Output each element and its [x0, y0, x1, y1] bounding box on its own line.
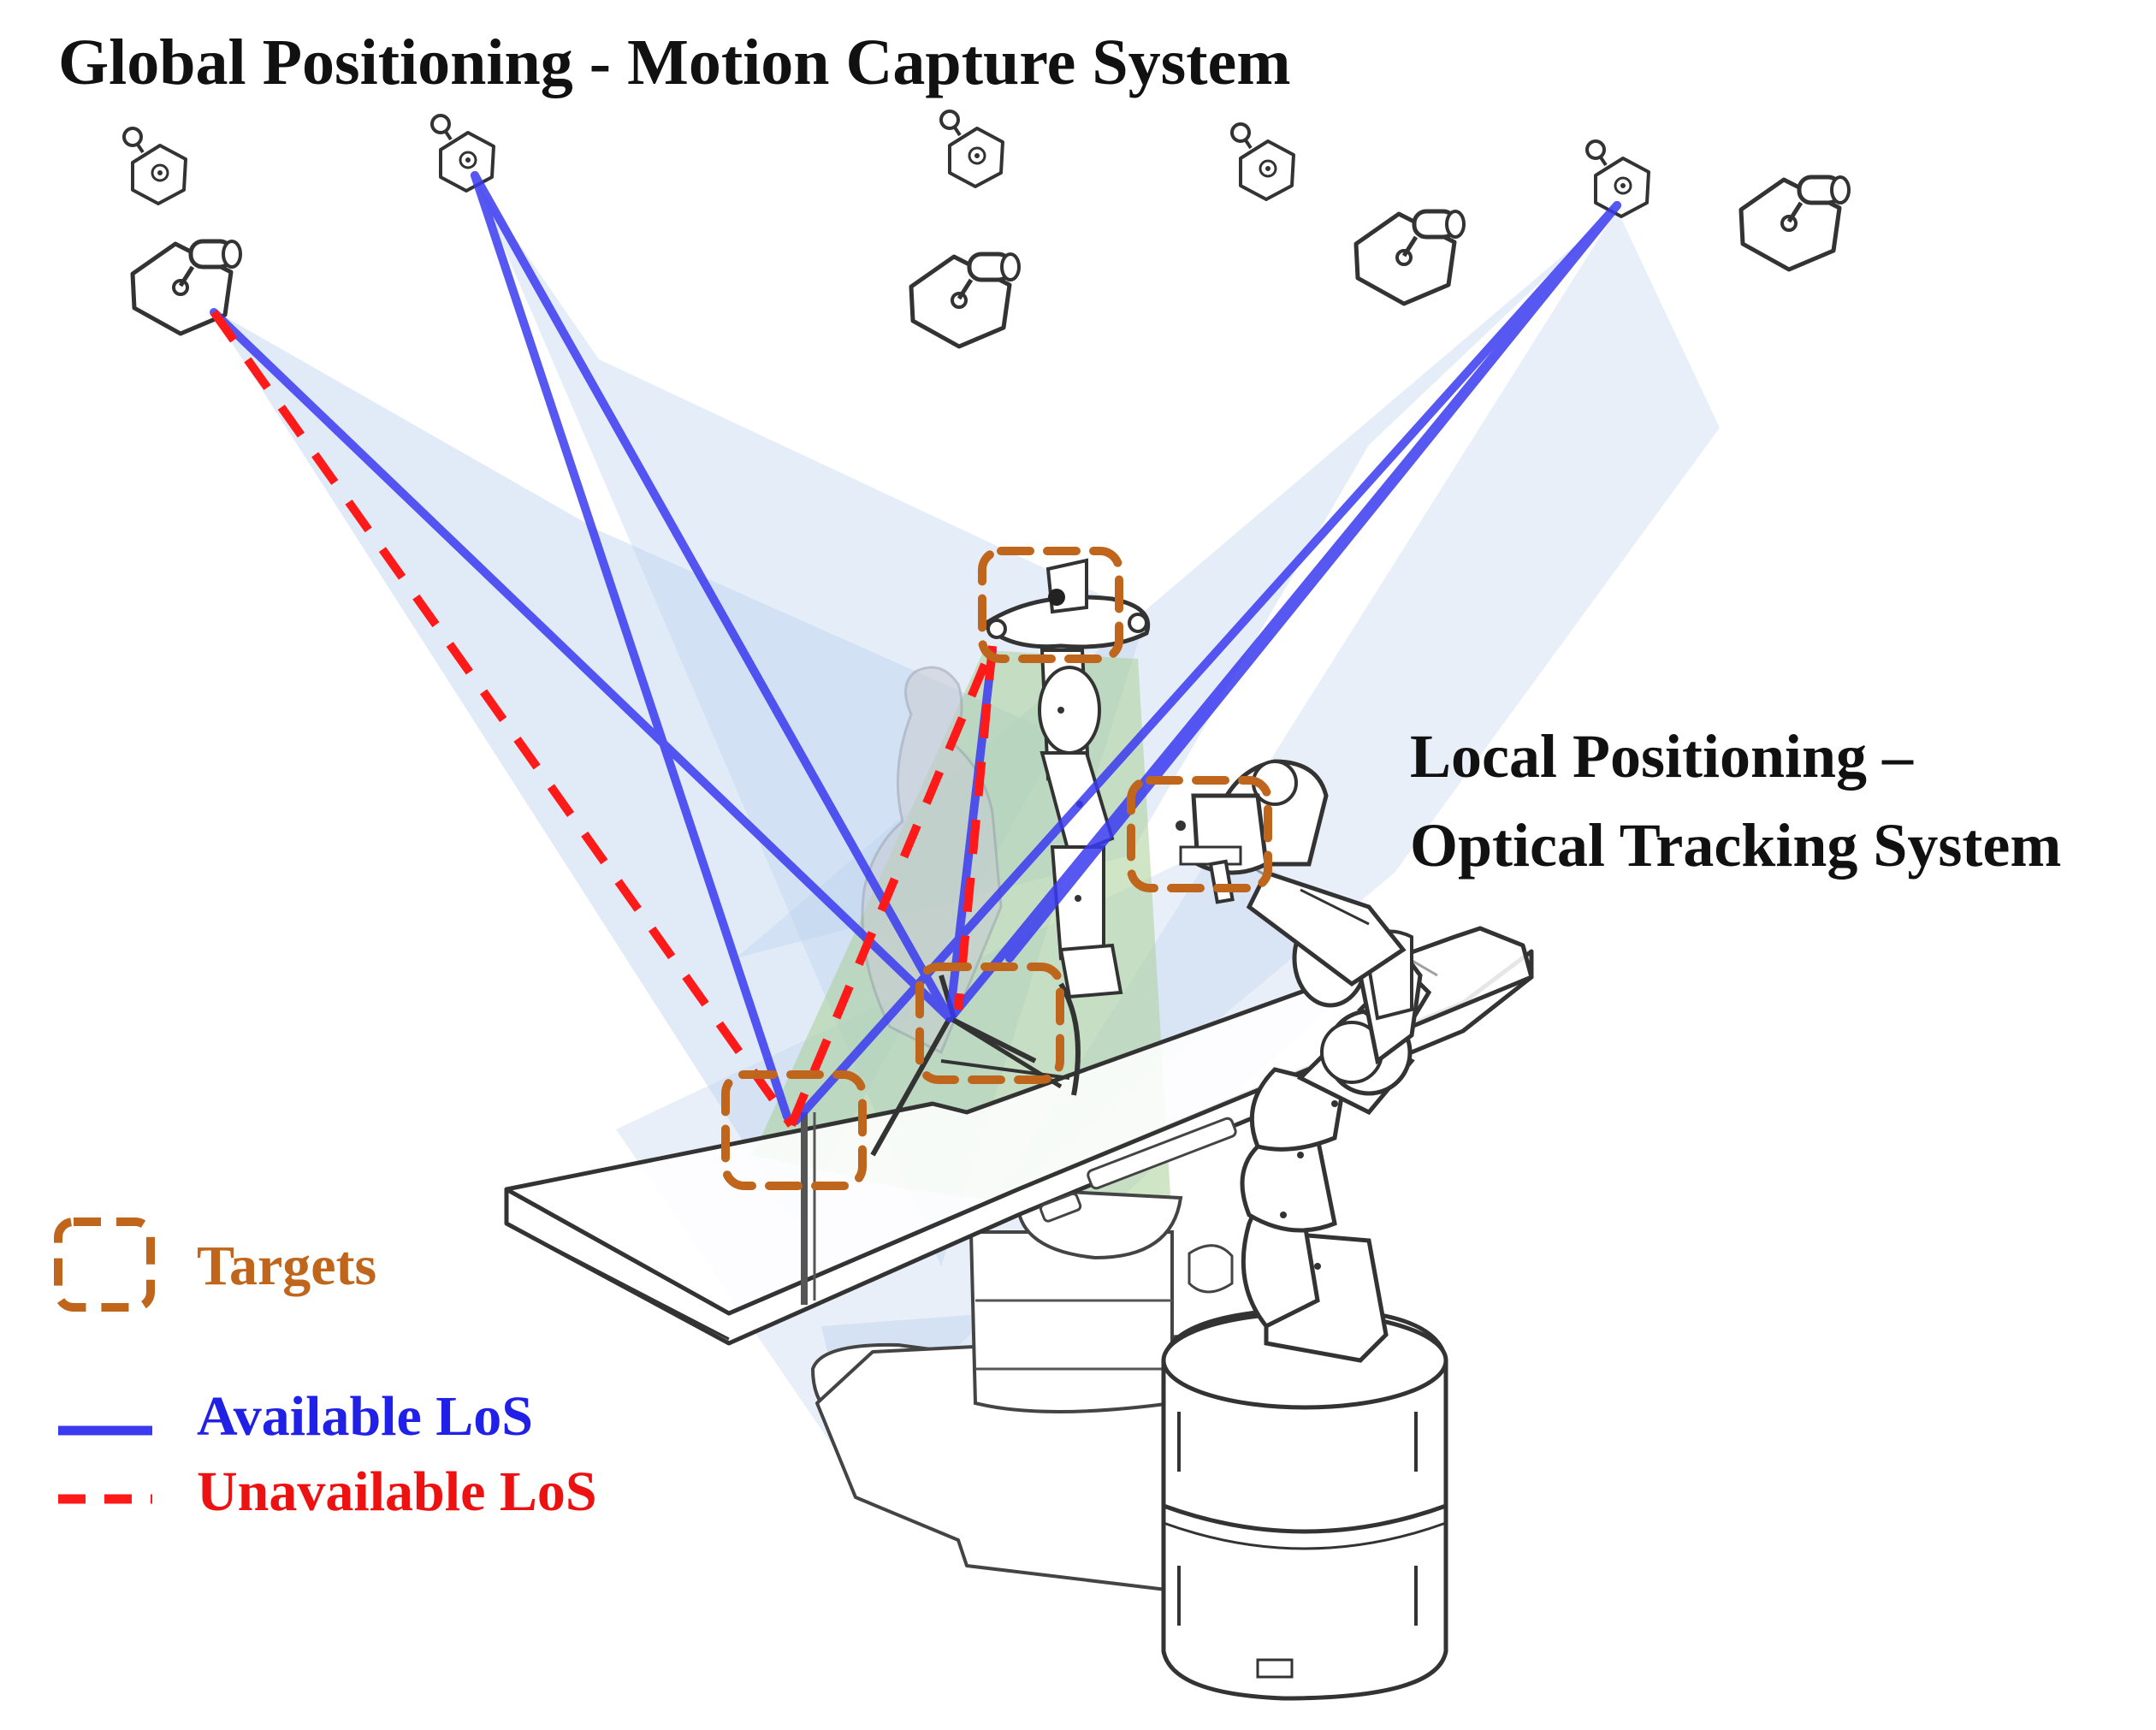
- available-los-lines: [210, 171, 1621, 1125]
- mocap-camera-icon: [430, 114, 495, 193]
- global-positioning-title: Global Positioning - Motion Capture Syst…: [58, 27, 1291, 98]
- mocap-camera-icon: [1230, 122, 1295, 201]
- target-box-head-frame: [978, 547, 1123, 663]
- available-los-line: [471, 171, 791, 1121]
- target-boxes: [721, 547, 1272, 1190]
- table-pedestal: [968, 1230, 1174, 1413]
- target-box-tripod: [915, 963, 1064, 1084]
- available-los-line: [210, 308, 954, 1022]
- mocap-camera-icon: [1356, 211, 1464, 304]
- marker-stand-icon: [870, 975, 1081, 1157]
- local-positioning-title-line2: Optical Tracking System: [1410, 811, 2062, 880]
- target-box-end-effector: [1127, 776, 1272, 892]
- unavailable-los-lines: [210, 310, 997, 1128]
- available-los-line: [1005, 201, 1621, 963]
- mocap-camera-icon: [1741, 177, 1849, 270]
- table-side-rail-3: [1039, 1192, 1082, 1223]
- legend-targets-label: Targets: [197, 1235, 377, 1297]
- legend-unavailable-label: Unavailable LoS: [197, 1460, 597, 1523]
- local-positioning-title-line1: Local Positioning –: [1410, 722, 1914, 791]
- mocap-camera-icon: [122, 127, 187, 205]
- unavailable-los-line: [787, 644, 997, 1127]
- target-box-table-post: [721, 1070, 867, 1190]
- legend-symbols: [54, 1218, 155, 1504]
- mocap-camera-icon: [911, 254, 1019, 347]
- table-right-arm-pad: [1188, 1244, 1234, 1294]
- legend-target-icon: [54, 1218, 155, 1312]
- unavailable-los-line: [954, 645, 997, 1010]
- unavailable-los-line: [210, 310, 796, 1128]
- robot-arm-right-icon: [1161, 759, 1448, 1701]
- fov-camera-4: [984, 210, 1720, 1215]
- mocap-camera-icon: [939, 110, 1004, 188]
- legend-available-label: Available LoS: [197, 1385, 534, 1448]
- table-top: [504, 926, 1534, 1316]
- local-positioning-title: Local Positioning – Optical Tracking Sys…: [1410, 712, 2061, 890]
- available-los-line: [471, 171, 954, 1022]
- table-side-rail-1: [1087, 1117, 1237, 1190]
- robot-arm-center-icon: [980, 558, 1150, 999]
